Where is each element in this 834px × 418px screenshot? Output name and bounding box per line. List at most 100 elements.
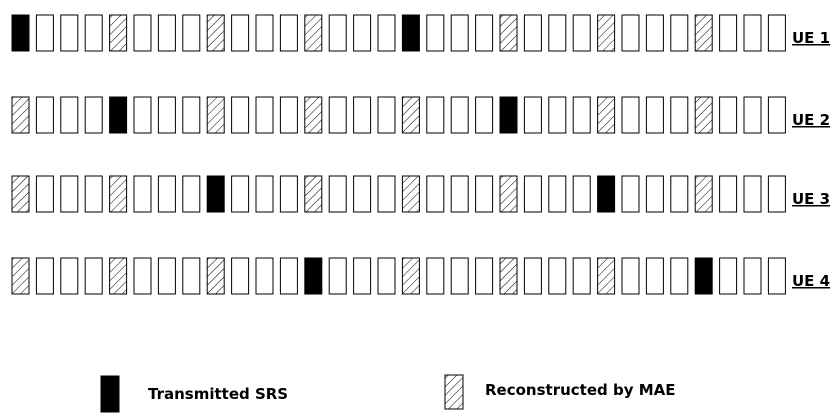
reconstructed-slot <box>401 257 420 295</box>
empty-slot <box>670 257 689 295</box>
reconstructed-slot <box>694 175 713 213</box>
empty-slot <box>645 175 664 213</box>
empty-slot <box>523 257 542 295</box>
empty-slot <box>255 14 274 52</box>
reconstructed-slot <box>206 96 225 134</box>
reconstructed-slot <box>304 14 323 52</box>
reconstructed-slot <box>499 175 518 213</box>
empty-slot <box>572 96 591 134</box>
empty-slot <box>133 257 152 295</box>
reconstructed-slot <box>206 14 225 52</box>
transmitted-srs-slot <box>11 14 30 52</box>
empty-slot <box>621 96 640 134</box>
reconstructed-slot <box>694 96 713 134</box>
empty-slot <box>767 175 786 213</box>
reconstructed-slot <box>11 96 30 134</box>
empty-slot <box>450 96 469 134</box>
empty-slot <box>767 96 786 134</box>
reconstructed-slot <box>206 257 225 295</box>
reconstructed-slot <box>694 14 713 52</box>
empty-slot <box>255 175 274 213</box>
empty-slot <box>426 257 445 295</box>
empty-slot <box>743 257 762 295</box>
empty-slot <box>231 175 250 213</box>
transmitted-srs-slot <box>499 96 518 134</box>
empty-slot <box>255 257 274 295</box>
empty-slot <box>157 14 176 52</box>
empty-slot <box>84 257 103 295</box>
empty-slot <box>157 96 176 134</box>
empty-slot <box>35 96 54 134</box>
empty-slot <box>548 175 567 213</box>
ue-row: UE 3 <box>11 175 830 213</box>
transmitted-srs-slot <box>694 257 713 295</box>
transmitted-srs-slot <box>597 175 616 213</box>
reconstructed-slot <box>304 175 323 213</box>
empty-slot <box>450 175 469 213</box>
transmitted-srs-slot <box>206 175 225 213</box>
empty-slot <box>572 14 591 52</box>
reconstructed-slot <box>109 257 128 295</box>
empty-slot <box>279 96 298 134</box>
reconstructed-slot <box>499 257 518 295</box>
empty-slot <box>475 257 494 295</box>
ue-rows: UE 1 UE 2 UE 3 UE 4 <box>11 14 830 295</box>
empty-slot <box>133 14 152 52</box>
empty-slot <box>719 257 738 295</box>
empty-slot <box>645 96 664 134</box>
empty-slot <box>743 175 762 213</box>
empty-slot <box>35 175 54 213</box>
empty-slot <box>719 175 738 213</box>
reconstructed-slot <box>597 14 616 52</box>
empty-slot <box>767 257 786 295</box>
empty-slot <box>475 96 494 134</box>
empty-slot <box>621 257 640 295</box>
empty-slot <box>426 14 445 52</box>
empty-slot <box>377 175 396 213</box>
empty-slot <box>377 14 396 52</box>
empty-slot <box>353 257 372 295</box>
empty-slot <box>231 257 250 295</box>
empty-slot <box>670 175 689 213</box>
empty-slot <box>743 96 762 134</box>
ue-row: UE 2 <box>11 96 830 134</box>
empty-slot <box>231 14 250 52</box>
empty-slot <box>645 257 664 295</box>
empty-slot <box>377 257 396 295</box>
empty-slot <box>328 257 347 295</box>
empty-slot <box>84 96 103 134</box>
empty-slot <box>719 96 738 134</box>
empty-slot <box>279 175 298 213</box>
empty-slot <box>377 96 396 134</box>
reconstructed-slot <box>401 96 420 134</box>
reconstructed-slot <box>597 96 616 134</box>
empty-slot <box>353 96 372 134</box>
empty-slot <box>719 14 738 52</box>
empty-slot <box>767 14 786 52</box>
empty-slot <box>157 257 176 295</box>
empty-slot <box>35 14 54 52</box>
transmitted-srs-slot <box>109 96 128 134</box>
empty-slot <box>133 175 152 213</box>
empty-slot <box>670 96 689 134</box>
ue-label: UE 1 <box>792 29 830 47</box>
legend-transmitted-label: Transmitted SRS <box>148 385 288 403</box>
ue-row: UE 4 <box>11 257 830 295</box>
empty-slot <box>621 175 640 213</box>
empty-slot <box>645 14 664 52</box>
empty-slot <box>621 14 640 52</box>
empty-slot <box>548 14 567 52</box>
empty-slot <box>255 96 274 134</box>
reconstructed-slot <box>11 175 30 213</box>
empty-slot <box>475 14 494 52</box>
empty-slot <box>182 175 201 213</box>
legend-reconstructed-swatch <box>444 374 464 410</box>
empty-slot <box>328 96 347 134</box>
reconstructed-slot <box>597 257 616 295</box>
empty-slot <box>426 96 445 134</box>
empty-slot <box>231 96 250 134</box>
empty-slot <box>35 257 54 295</box>
empty-slot <box>426 175 445 213</box>
empty-slot <box>450 257 469 295</box>
empty-slot <box>157 175 176 213</box>
